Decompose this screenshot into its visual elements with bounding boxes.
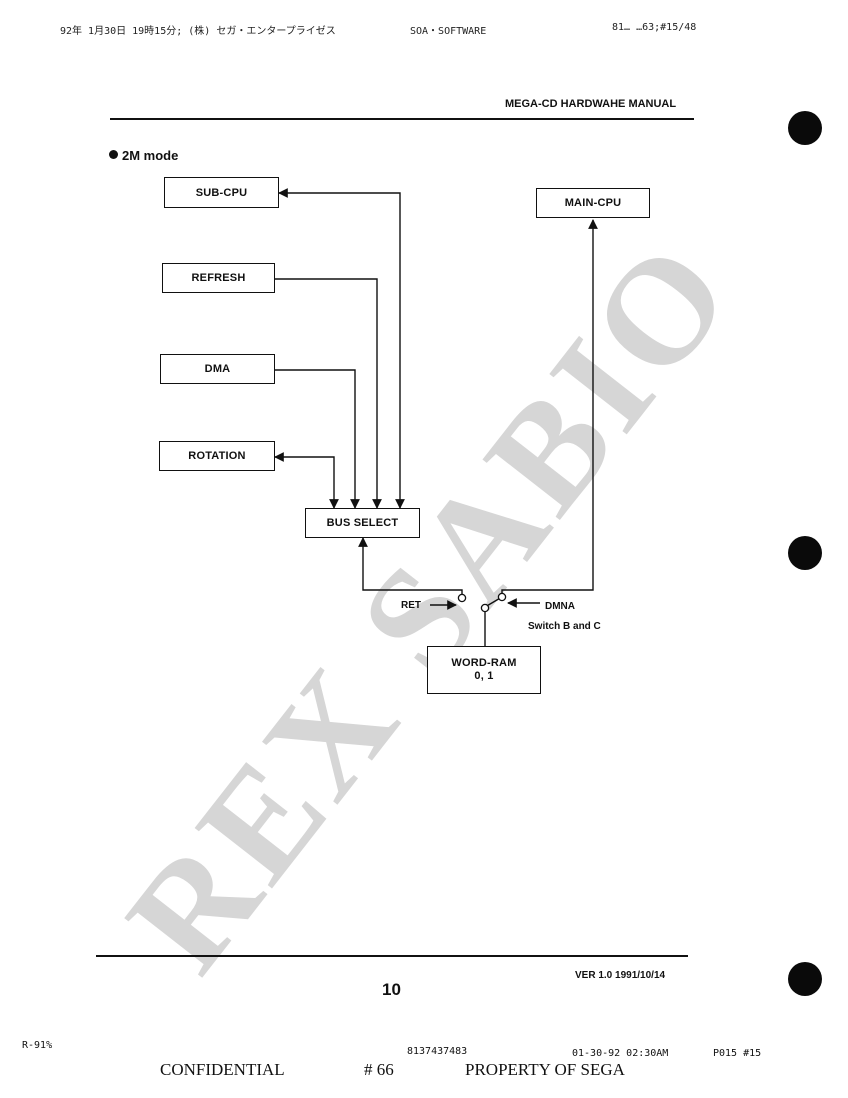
switch-contact-dmna — [497, 592, 507, 602]
word-ram-banks: 0, 1 — [474, 670, 494, 682]
fax-page: P015 #15 — [713, 1048, 762, 1059]
sub-cpu-box: SUB-CPU — [164, 177, 279, 208]
manual-title: MEGA-CD HARDWAHE MANUAL — [505, 98, 677, 110]
sub-cpu-line — [278, 188, 405, 509]
switch-contact-ret — [457, 593, 467, 603]
dma-line — [275, 369, 360, 509]
dmna-label: DMNA — [545, 601, 575, 612]
section-title: 2M mode — [109, 148, 178, 163]
fax-header-left: 92年 1月30日 19時15分; (株) セガ・エンタープライゼス — [60, 26, 336, 37]
ret-label: RET — [401, 600, 421, 611]
header-rule — [110, 118, 694, 120]
refresh-box: REFRESH — [162, 263, 275, 293]
bus-select-to-switch-line — [358, 537, 463, 594]
word-ram-box: WORD-RAM 0, 1 — [427, 646, 541, 694]
binder-hole-middle — [788, 536, 822, 570]
version-label: VER 1.0 1991/10/14 — [575, 970, 666, 981]
main-cpu-box: MAIN-CPU — [536, 188, 650, 218]
footer-rule — [96, 955, 688, 957]
document-number: # 66 — [364, 1060, 394, 1079]
binder-hole-bottom — [788, 962, 822, 996]
main-cpu-line — [501, 219, 598, 594]
word-ram-title: WORD-RAM — [451, 657, 517, 669]
fax-header-right: 81… …63;#15/48 — [612, 22, 697, 33]
dma-box: DMA — [160, 354, 275, 384]
confidential-stamp: CONFIDENTIAL — [160, 1060, 285, 1079]
binder-hole-top — [788, 111, 822, 145]
rotation-box: ROTATION — [159, 441, 275, 471]
scan-note: R-91% — [22, 1040, 53, 1051]
page-number: 10 — [382, 980, 401, 999]
property-stamp: PROPERTY OF SEGA — [465, 1060, 625, 1079]
refresh-line — [275, 278, 382, 509]
fax-timestamp: 01-30-92 02:30AM — [572, 1048, 669, 1059]
bullet-icon — [109, 150, 118, 159]
rotation-line — [274, 452, 339, 509]
switch-label: Switch B and C — [528, 621, 601, 632]
switch-contact-pivot — [480, 603, 490, 613]
fax-number: 8137437483 — [407, 1046, 468, 1057]
fax-header-center: SOA・SOFTWARE — [410, 26, 487, 37]
bus-select-box: BUS SELECT — [305, 508, 420, 538]
